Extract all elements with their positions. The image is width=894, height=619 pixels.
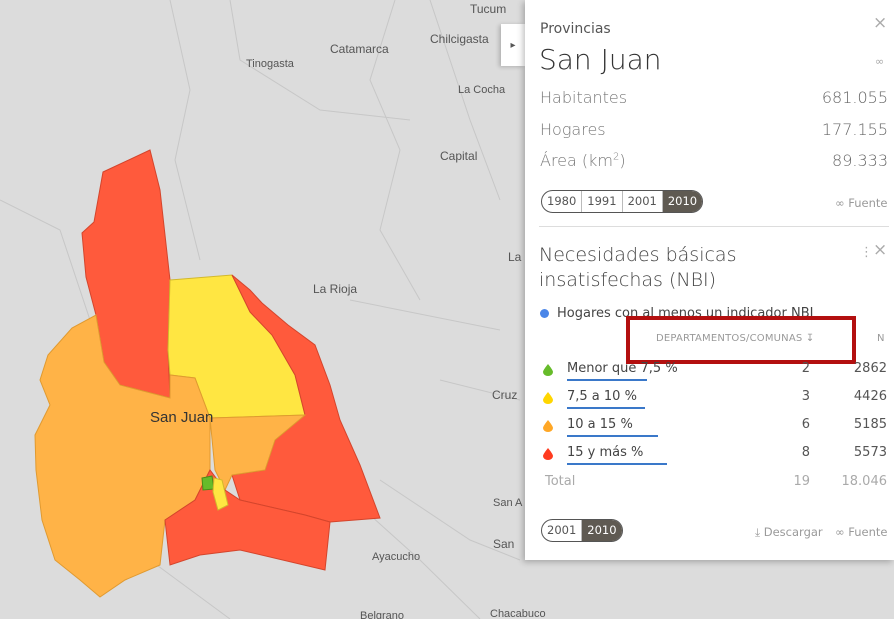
map-label-larioja: La Rioja xyxy=(313,282,357,296)
nbi-year-2010-button[interactable]: 2010 xyxy=(582,520,622,541)
map-label-tucuman: Tucum xyxy=(470,2,506,16)
row-n: 5185 xyxy=(853,417,887,432)
drop-red-icon xyxy=(543,448,553,460)
breadcrumb: Provincias xyxy=(540,21,611,37)
nbi-year-2001-button[interactable]: 2001 xyxy=(542,520,583,541)
divider xyxy=(539,226,889,227)
page-title: San Juan xyxy=(539,43,662,76)
map-label-tinogasta: Tinogasta xyxy=(246,58,295,70)
map-label-catamarca: Catamarca xyxy=(330,42,389,56)
year-1980-button[interactable]: 1980 xyxy=(542,191,583,212)
map-label-capital: Capital xyxy=(440,149,477,163)
map-label-san: San xyxy=(493,537,514,551)
column-header-n: N xyxy=(877,333,885,344)
map-label-chilecito: Chilcigasta xyxy=(430,32,489,46)
legend-underline xyxy=(567,379,647,381)
download-button[interactable]: ⤓ Descargar xyxy=(755,525,823,539)
row-n: 4426 xyxy=(853,389,887,404)
column-header-departamentos[interactable]: DEPARTAMENTOS/COMUNAS ↧ xyxy=(656,333,815,344)
total-n: 18.046 xyxy=(841,474,888,489)
close-icon[interactable]: × xyxy=(873,13,888,33)
stat-value-hogares: 177.155 xyxy=(821,120,888,139)
year-2010-button[interactable]: 2010 xyxy=(662,191,703,212)
stat-label-habitantes: Habitantes xyxy=(540,88,628,107)
legend-label[interactable]: 10 a 15 % xyxy=(567,417,633,432)
map-label-sanjuan: San Juan xyxy=(150,409,213,426)
map-label-cruz: Cruz xyxy=(492,388,517,402)
legend-label[interactable]: Menor que 7,5 % xyxy=(567,361,678,376)
highlight-box xyxy=(626,316,856,364)
san-juan-province[interactable] xyxy=(34,149,381,598)
legend-underline xyxy=(567,407,645,409)
row-count: 2 xyxy=(801,361,810,376)
nbi-title: Necesidades básicas insatisfechas (NBI) xyxy=(539,244,737,291)
link-icon[interactable]: ∞ xyxy=(875,55,885,68)
map-label-la: La xyxy=(508,250,522,264)
nbi-year-toggle: 2001 2010 xyxy=(541,519,623,542)
stat-value-area: 89.333 xyxy=(832,151,888,170)
close-nbi-icon[interactable]: × xyxy=(873,240,888,260)
year-toggle: 1980 1991 2001 2010 xyxy=(541,190,704,213)
year-1991-button[interactable]: 1991 xyxy=(582,191,623,212)
drop-yellow-icon xyxy=(543,392,553,404)
collapse-panel-button[interactable]: ▸ xyxy=(501,24,525,66)
total-count: 19 xyxy=(793,474,810,489)
legend-label[interactable]: 7,5 a 10 % xyxy=(567,389,637,404)
map-label-belgrano: Belgrano xyxy=(360,610,404,619)
more-icon[interactable]: ⋮ xyxy=(860,245,873,260)
info-panel: Provincias × San Juan ∞ Habitantes 681.0… xyxy=(525,0,894,560)
row-count: 6 xyxy=(801,417,810,432)
row-n: 2862 xyxy=(853,361,887,376)
download-icon: ⤓ xyxy=(755,525,764,539)
drop-orange-icon xyxy=(543,420,553,432)
map-label-lacocha: La Cocha xyxy=(458,84,506,96)
link-icon: ∞ xyxy=(835,196,849,210)
map-label-chacabuco: Chacabuco xyxy=(490,608,546,619)
row-count: 3 xyxy=(801,389,810,404)
source-link[interactable]: ∞ Fuente xyxy=(835,196,888,210)
stat-value-habitantes: 681.055 xyxy=(821,88,888,107)
legend-underline xyxy=(567,435,658,437)
row-n: 5573 xyxy=(853,445,887,460)
chevron-right-icon: ▸ xyxy=(510,39,516,51)
total-label: Total xyxy=(545,474,576,489)
map-label-sana: San A xyxy=(493,497,523,509)
stat-label-hogares: Hogares xyxy=(540,120,606,139)
row-count: 8 xyxy=(801,445,810,460)
indicator-dot-icon xyxy=(540,309,549,318)
link-icon: ∞ xyxy=(835,525,849,539)
nbi-source-link[interactable]: ∞ Fuente xyxy=(835,525,888,539)
stat-label-area: Área (km2) xyxy=(540,151,626,170)
legend-label[interactable]: 15 y más % xyxy=(567,445,644,460)
map-label-ayacucho: Ayacucho xyxy=(372,551,420,563)
drop-green-icon xyxy=(543,364,553,376)
pin-icon: ↧ xyxy=(805,333,815,344)
legend-underline xyxy=(567,463,667,465)
year-2001-button[interactable]: 2001 xyxy=(623,191,663,212)
